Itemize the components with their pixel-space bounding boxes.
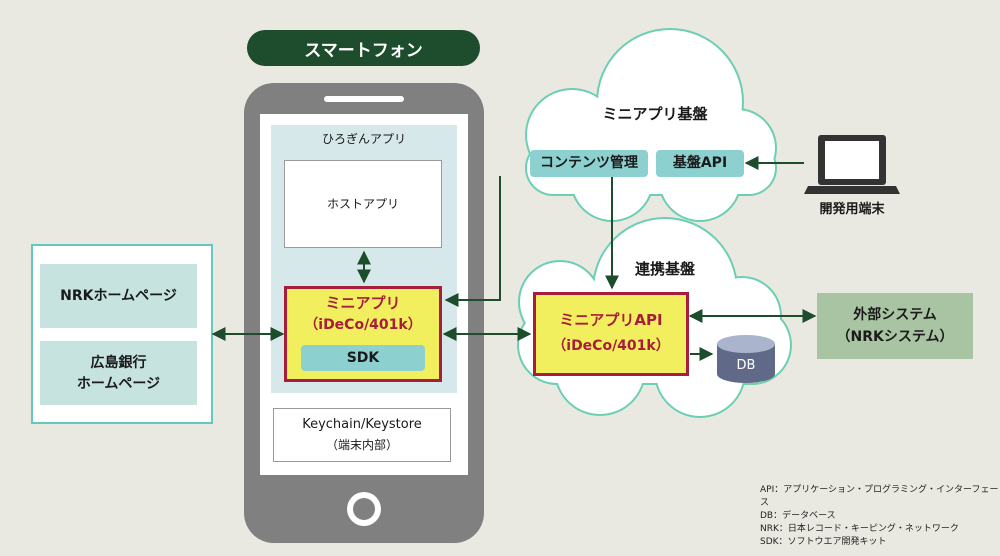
mini-app-platform-title: ミニアプリ基盤 <box>602 104 708 123</box>
db-label: DB <box>736 358 756 374</box>
contents-to-miniapp-arrow <box>444 176 501 307</box>
mini-app-api-title: ミニアプリAPI <box>559 310 663 329</box>
contents-management-box: コンテンツ管理 <box>530 150 648 177</box>
hirogin-app-label: ひろぎんアプリ <box>321 131 406 146</box>
external-system-subtitle: （NRKシステム） <box>836 328 954 345</box>
keychain-subtitle: （端末内部） <box>325 437 398 452</box>
keychain-title: Keychain/Keystore <box>302 417 422 433</box>
mini-app-platform-cloud <box>525 28 777 222</box>
nrk-homepage-box: NRKホームページ <box>40 264 197 328</box>
legend-item: API：アプリケーション・プログラミング・インターフェース <box>760 485 999 508</box>
bank-homepage-box: 広島銀行 ホームページ <box>40 341 197 405</box>
legend-item: NRK：日本レコード・キーピング・ネットワーク <box>760 524 959 534</box>
laptop-icon <box>804 135 900 194</box>
mini-app-title: ミニアプリ <box>325 293 401 312</box>
abbreviation-legend: API：アプリケーション・プログラミング・インターフェース DB：データベース … <box>760 484 1000 549</box>
sdk-box: SDK <box>301 345 425 371</box>
integration-platform-title: 連携基盤 <box>634 259 695 278</box>
host-app-box: ホストアプリ <box>284 160 442 248</box>
database-icon <box>717 335 775 383</box>
smartphone-title: スマートフォン <box>247 30 480 66</box>
platform-api-box: 基盤API <box>656 150 744 177</box>
bank-homepage-line1: 広島銀行 <box>90 354 147 371</box>
mini-app-api-box: ミニアプリAPI （iDeCo/401k） <box>533 292 689 376</box>
external-system-box: 外部システム （NRKシステム） <box>817 293 973 359</box>
legend-item: DB：データベース <box>760 511 836 521</box>
keychain-box: Keychain/Keystore （端末内部） <box>273 408 451 462</box>
mini-app-api-subtitle: （iDeCo/401k） <box>552 337 670 354</box>
bank-homepage-line2: ホームページ <box>76 375 161 392</box>
external-system-title: 外部システム <box>853 306 937 323</box>
mini-app-subtitle: （iDeCo/401k） <box>304 316 422 333</box>
mini-app-box: ミニアプリ （iDeCo/401k） SDK <box>284 286 442 382</box>
legend-item: SDK：ソフトウエア開発キット <box>760 537 887 547</box>
dev-terminal-label: 開発用端末 <box>819 202 885 218</box>
